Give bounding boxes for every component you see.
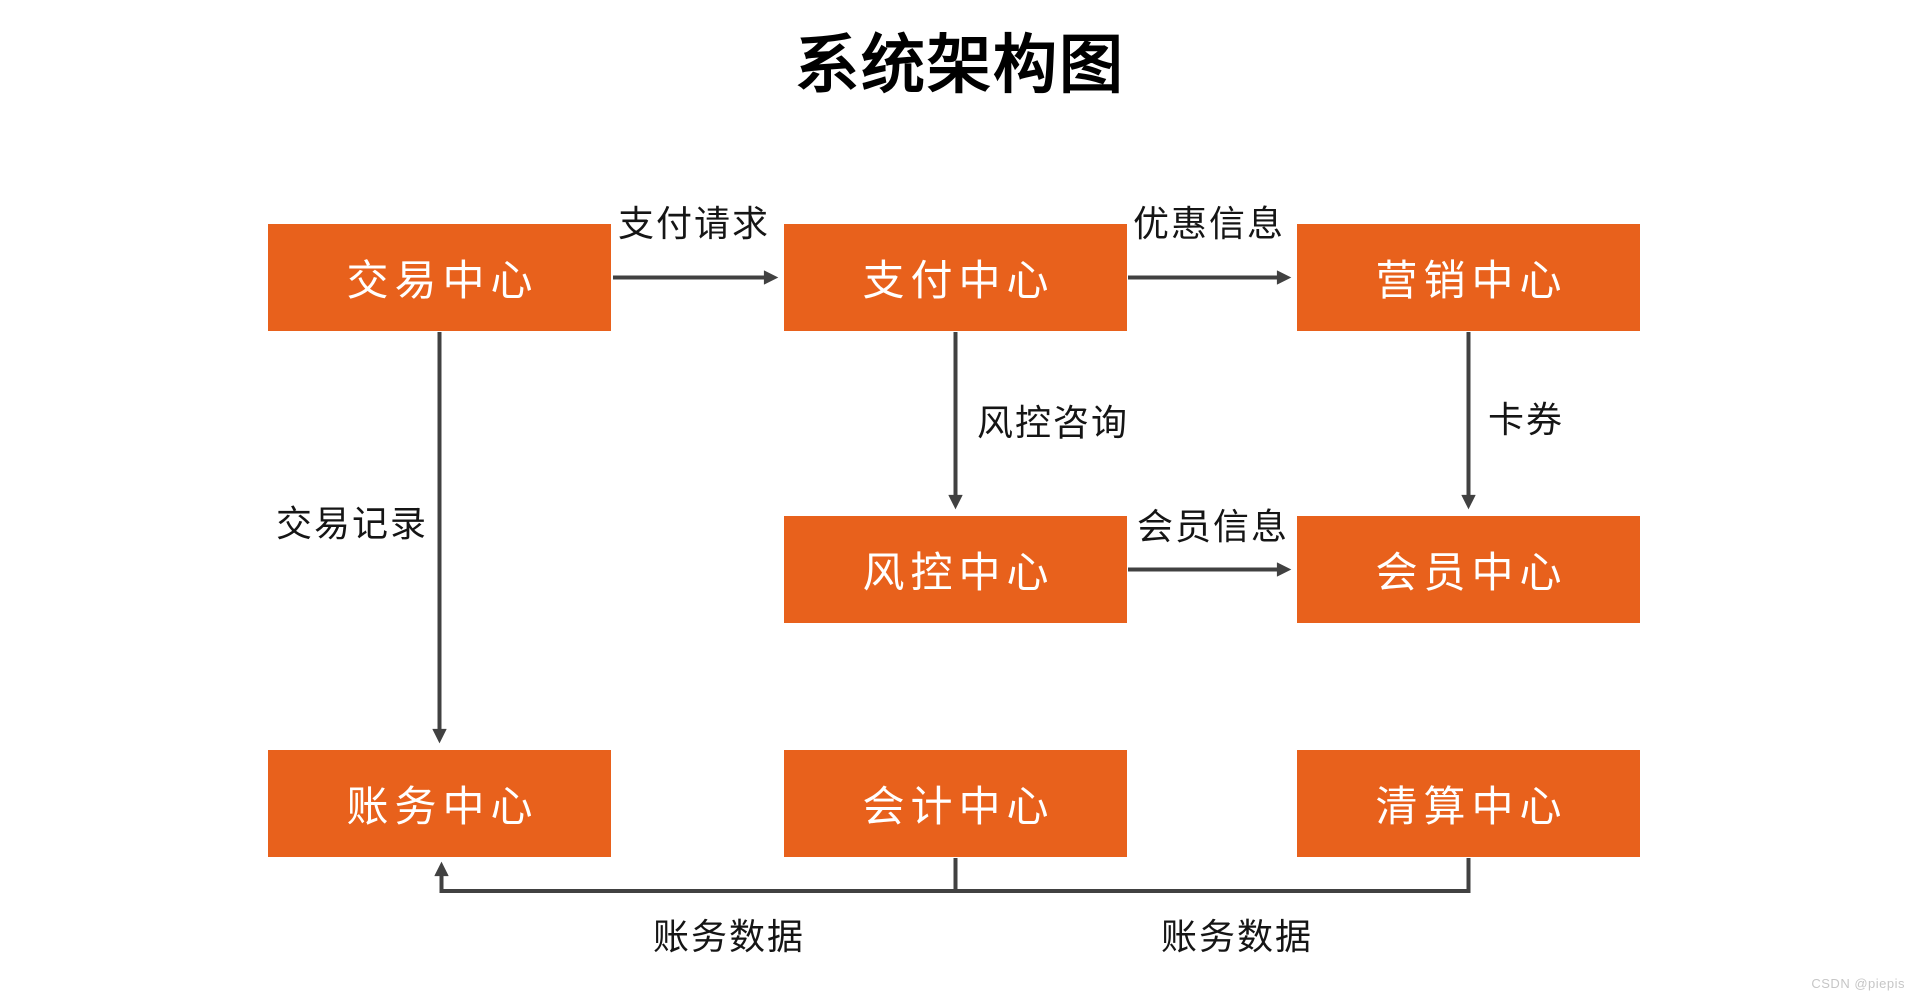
edge-label-risk-consult: 风控咨询	[976, 402, 1130, 443]
edge-label-member-info: 会员信息	[1136, 506, 1290, 547]
node-clearing-center: 清算中心	[1297, 750, 1640, 857]
edge-label-trade-record: 交易记录	[275, 503, 429, 544]
edge-label-coupon: 卡券	[1487, 399, 1565, 440]
node-accounting-center: 会计中心	[784, 750, 1127, 857]
node-trade-center: 交易中心	[268, 224, 611, 331]
node-account-center: 账务中心	[268, 750, 611, 857]
edge-label-account-data-left: 账务数据	[652, 916, 806, 957]
edge-label-promo-info: 优惠信息	[1132, 203, 1286, 244]
edge-label-account-data-right: 账务数据	[1160, 916, 1314, 957]
edge-clearing-to-account-line	[434, 858, 1471, 893]
node-member-center: 会员中心	[1297, 516, 1640, 623]
diagram-title: 系统架构图	[795, 29, 1125, 101]
node-marketing-center: 营销中心	[1297, 224, 1640, 331]
node-payment-center: 支付中心	[784, 224, 1127, 331]
watermark: CSDN @piepis	[1811, 976, 1905, 991]
node-risk-center: 风控中心	[784, 516, 1127, 623]
edge-label-payment-request: 支付请求	[617, 203, 771, 244]
